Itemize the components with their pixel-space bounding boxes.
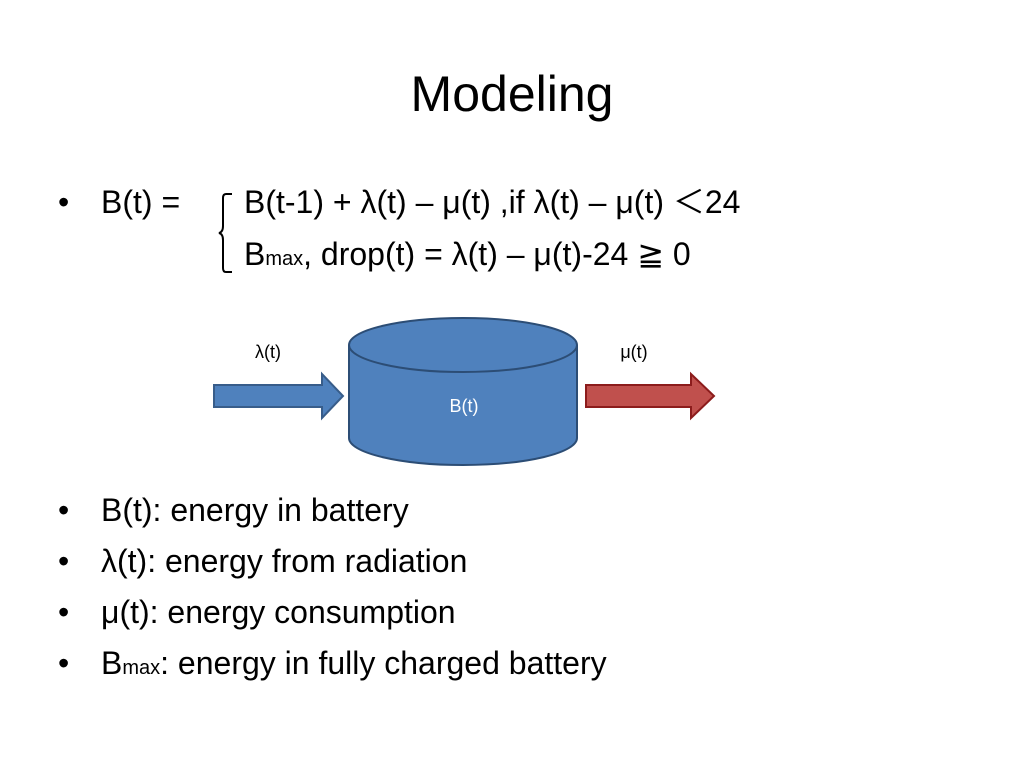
bmax-symbol: B (101, 645, 123, 681)
battery-cylinder (348, 317, 578, 466)
slide-title: Modeling (410, 66, 614, 122)
bmax-symbol: B (244, 236, 266, 272)
bullet-dot: • (58, 184, 70, 220)
equation-lhs: B(t) = (101, 184, 181, 220)
definition-consumption: μ(t): energy consumption (101, 594, 456, 630)
input-label: λ(t) (255, 342, 281, 362)
output-arrow (585, 371, 716, 421)
output-label: μ(t) (620, 342, 647, 362)
equation-case-2: Bmax, drop(t) = λ(t) – μ(t)-24 ≧ 0 (244, 234, 691, 279)
definition-battery: B(t): energy in battery (101, 492, 409, 528)
bullet-dot: • (58, 645, 70, 681)
bullet-dot: • (58, 543, 70, 579)
piecewise-brace (218, 193, 232, 273)
bullet-dot: • (58, 594, 70, 630)
input-arrow (213, 371, 345, 421)
bullet-dot: • (58, 492, 70, 528)
battery-label: B(t) (450, 396, 479, 416)
bmax-description: : energy in fully charged battery (160, 645, 607, 681)
bmax-subscript: max (122, 657, 161, 679)
equation-case-1: B(t-1) + λ(t) – μ(t) ,if λ(t) – μ(t) ＜24 (244, 184, 741, 220)
drop-condition: , drop(t) = λ(t) – μ(t)-24 ≧ 0 (303, 236, 691, 272)
definition-radiation: λ(t): energy from radiation (101, 543, 468, 579)
bmax-subscript: max (265, 248, 304, 270)
definition-bmax: Bmax: energy in fully charged battery (101, 643, 607, 688)
